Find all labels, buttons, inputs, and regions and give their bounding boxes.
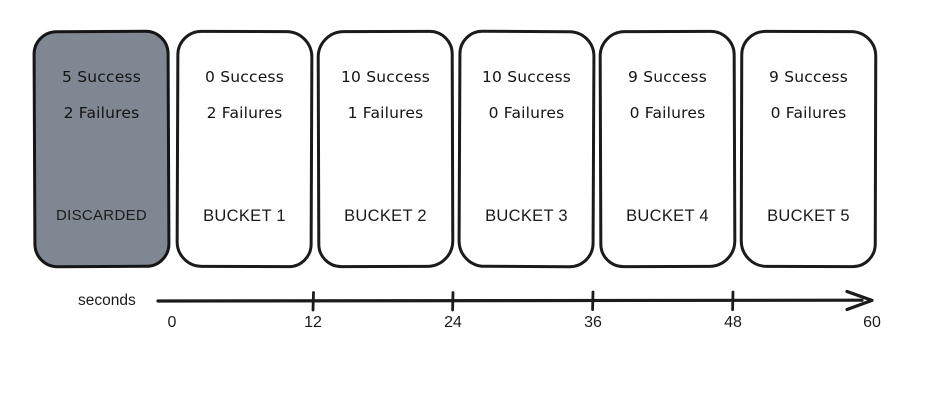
bucket-outline	[316, 29, 455, 269]
bucket-stats: 10 Success 0 Failures	[458, 68, 595, 122]
success-count: 0 Success	[205, 68, 284, 86]
bucket-label: BUCKET 1	[203, 207, 286, 225]
bucket-2[interactable]: 10 Success 1 Failures BUCKET 2	[316, 29, 455, 269]
bucket-5[interactable]: 9 Success 0 Failures BUCKET 5	[739, 29, 878, 269]
bucket-stats: 10 Success 1 Failures	[317, 68, 454, 122]
success-count: 9 Success	[628, 68, 707, 86]
timeline: seconds 0 12 24 36 48 60	[0, 278, 931, 358]
tick-label: 0	[167, 314, 177, 331]
bucket-4[interactable]: 9 Success 0 Failures BUCKET 4	[598, 29, 737, 269]
bucket-3[interactable]: 10 Success 0 Failures BUCKET 3	[457, 29, 596, 269]
bucket-stats: 9 Success 0 Failures	[740, 68, 877, 122]
tick-label: 36	[584, 314, 602, 331]
axis-tick-labels: 0 12 24 36 48 60	[0, 314, 931, 338]
tick-label: 48	[724, 314, 742, 331]
success-count: 9 Success	[769, 68, 848, 86]
axis-unit-label: seconds	[78, 292, 136, 309]
bucket-outline	[32, 29, 171, 269]
success-count: 10 Success	[481, 68, 572, 86]
bucket-label: DISCARDED	[55, 207, 148, 224]
failure-count: 0 Failures	[770, 103, 847, 122]
bucket-label: BUCKET 2	[344, 207, 427, 225]
failure-count: 2 Failures	[206, 103, 283, 122]
success-count: 5 Success	[62, 68, 141, 86]
bucket-stats: 9 Success 0 Failures	[599, 68, 736, 122]
success-count: 10 Success	[340, 68, 431, 86]
failure-count: 2 Failures	[63, 103, 140, 122]
failure-count: 1 Failures	[347, 103, 424, 122]
bucket-discarded[interactable]: 5 Success 2 Failures DISCARDED	[32, 29, 171, 269]
bucket-stats: 5 Success 2 Failures	[33, 68, 170, 122]
tick-label: 60	[863, 314, 881, 331]
bucket-row: 5 Success 2 Failures DISCARDED 0 Success…	[32, 29, 878, 269]
tick-label: 24	[444, 314, 462, 331]
bucket-stats: 0 Success 2 Failures	[176, 68, 313, 122]
axis-tick	[311, 291, 315, 312]
failure-count: 0 Failures	[488, 103, 565, 122]
bucket-outline	[739, 29, 878, 269]
bucket-1[interactable]: 0 Success 2 Failures BUCKET 1	[175, 29, 314, 269]
bucket-label: BUCKET 3	[485, 207, 568, 225]
arrow-right-icon	[845, 289, 874, 312]
bucket-outline	[598, 29, 737, 269]
bucket-outline	[457, 29, 596, 269]
failure-count: 0 Failures	[629, 103, 706, 122]
bucket-label: BUCKET 4	[626, 207, 709, 225]
tick-label: 12	[304, 314, 322, 331]
bucket-label: BUCKET 5	[767, 207, 850, 225]
bucket-outline	[175, 29, 314, 269]
axis-line	[156, 298, 864, 303]
timeline-axis	[156, 289, 874, 312]
